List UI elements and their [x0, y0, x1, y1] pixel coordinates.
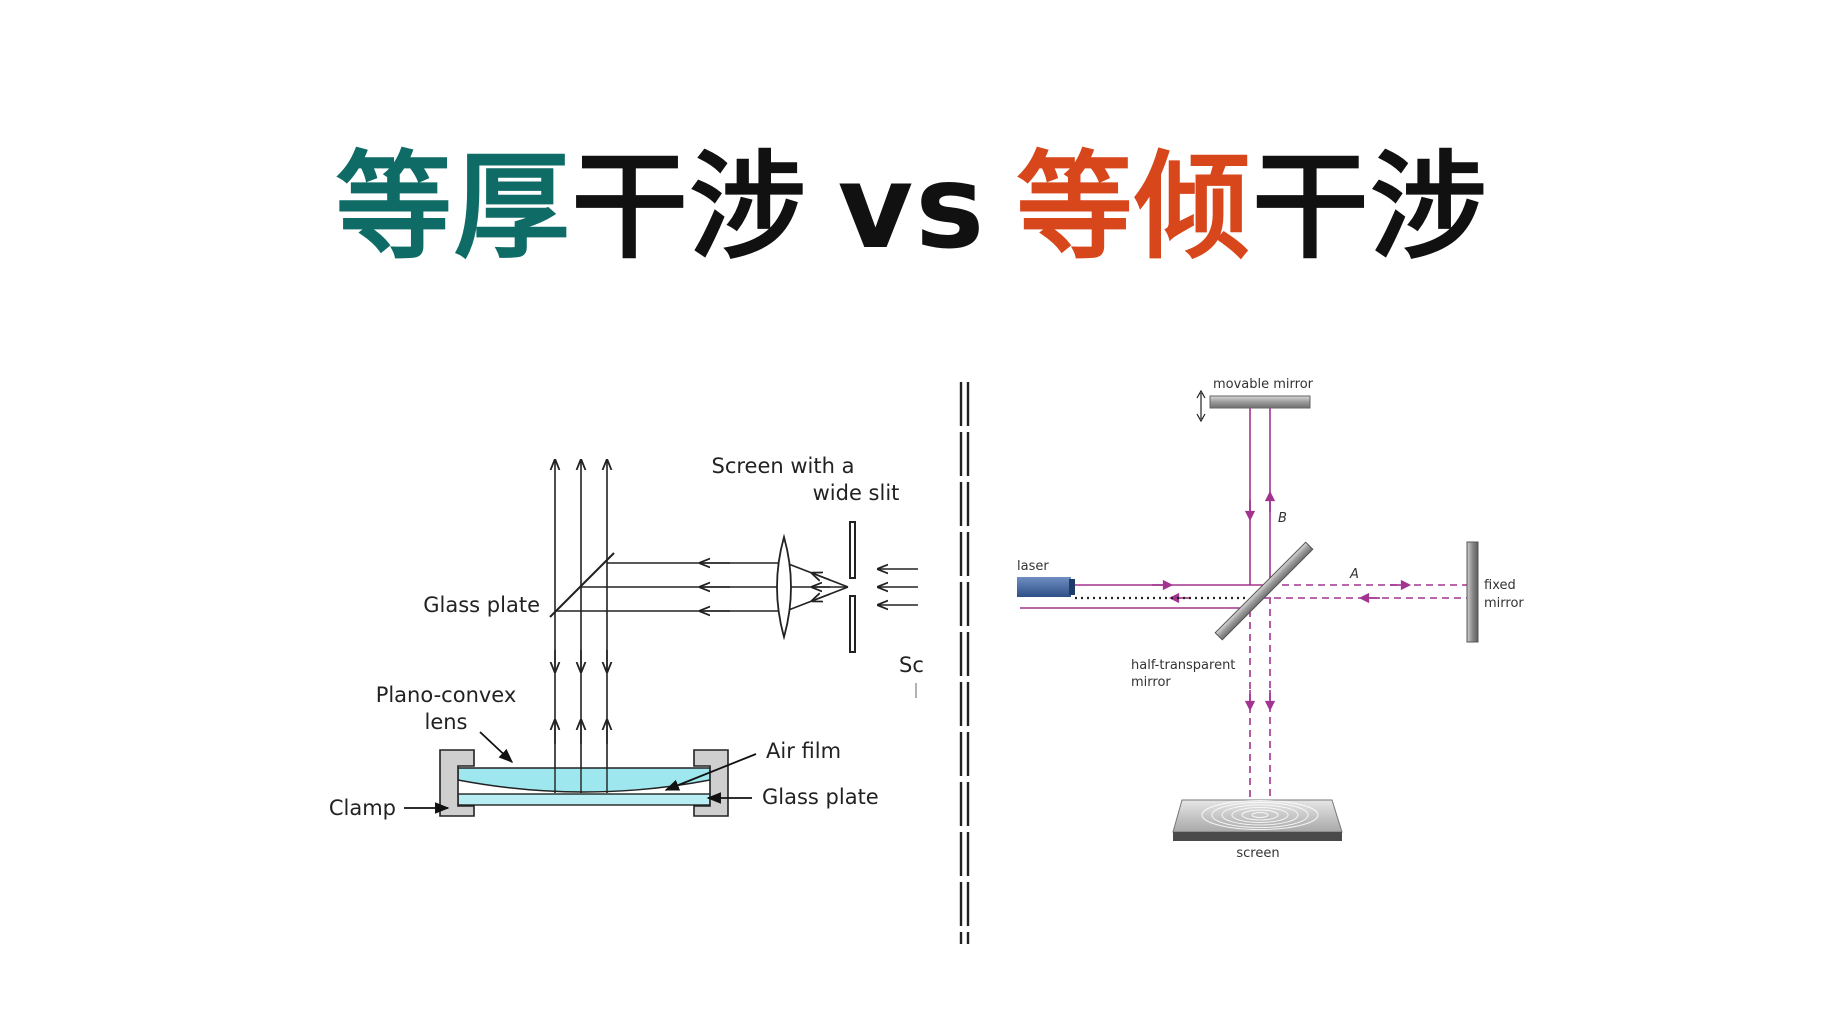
movable-mirror	[1209, 395, 1311, 409]
label-fixed-mirror-line2: mirror	[1484, 596, 1524, 611]
horizontal-rays	[555, 563, 849, 611]
label-laser: laser	[1017, 559, 1049, 574]
fixed-mirror	[1466, 541, 1479, 643]
label-screen: screen	[1236, 846, 1279, 861]
half-transparent-mirror	[1214, 541, 1314, 641]
label-cut-off: Sc	[899, 653, 924, 677]
label-screen-line2: wide slit	[813, 481, 900, 505]
pointer-arrows	[404, 731, 757, 814]
title-highlight-thickness: 等厚	[335, 140, 572, 275]
right-diagram-michelson: movable mirror B A laser fixed mirror ha…	[1017, 377, 1524, 861]
screen-with-rings	[1172, 799, 1343, 841]
movable-mirror-arrow	[1196, 389, 1206, 423]
label-half-transparent-line1: half-transparent	[1131, 658, 1235, 673]
title-vs: vs	[837, 140, 987, 275]
label-plano-convex-line1: Plano-convex	[376, 683, 517, 707]
clamp-right	[693, 749, 729, 817]
title-interference-1: 干涉	[571, 140, 808, 275]
laser-source	[1017, 577, 1075, 597]
title-highlight-inclination: 等倾	[1016, 140, 1253, 275]
title-interference-2: 干涉	[1252, 140, 1489, 275]
label-plano-convex-line2: lens	[424, 710, 467, 734]
clamp-left	[439, 749, 475, 817]
label-air-film: Air film	[766, 739, 841, 763]
label-fixed-mirror-line1: fixed	[1484, 578, 1516, 593]
interference-rings	[1201, 800, 1319, 830]
label-clamp: Clamp	[329, 796, 396, 820]
glass-plate-tilted	[549, 552, 615, 618]
label-glass-plate-top: Glass plate	[423, 593, 540, 617]
label-glass-plate-bottom: Glass plate	[762, 785, 879, 809]
label-path-b: B	[1278, 511, 1287, 526]
glass-plate-bottom	[457, 793, 711, 806]
screen-with-slit	[849, 521, 856, 653]
center-divider	[959, 382, 970, 944]
plano-convex-lens	[457, 767, 711, 793]
left-diagram-newton-rings: Screen with a wide slit Glass plate Plan…	[329, 454, 924, 820]
label-screen-line1: Screen with a	[712, 454, 855, 478]
label-path-a: A	[1349, 567, 1359, 582]
label-movable-mirror: movable mirror	[1213, 377, 1314, 392]
label-half-transparent-line2: mirror	[1131, 675, 1171, 690]
biconvex-lens	[776, 533, 792, 641]
beam-paths	[1020, 408, 1467, 808]
incoming-light-arrows	[878, 569, 918, 605]
vertical-rays	[555, 460, 607, 793]
